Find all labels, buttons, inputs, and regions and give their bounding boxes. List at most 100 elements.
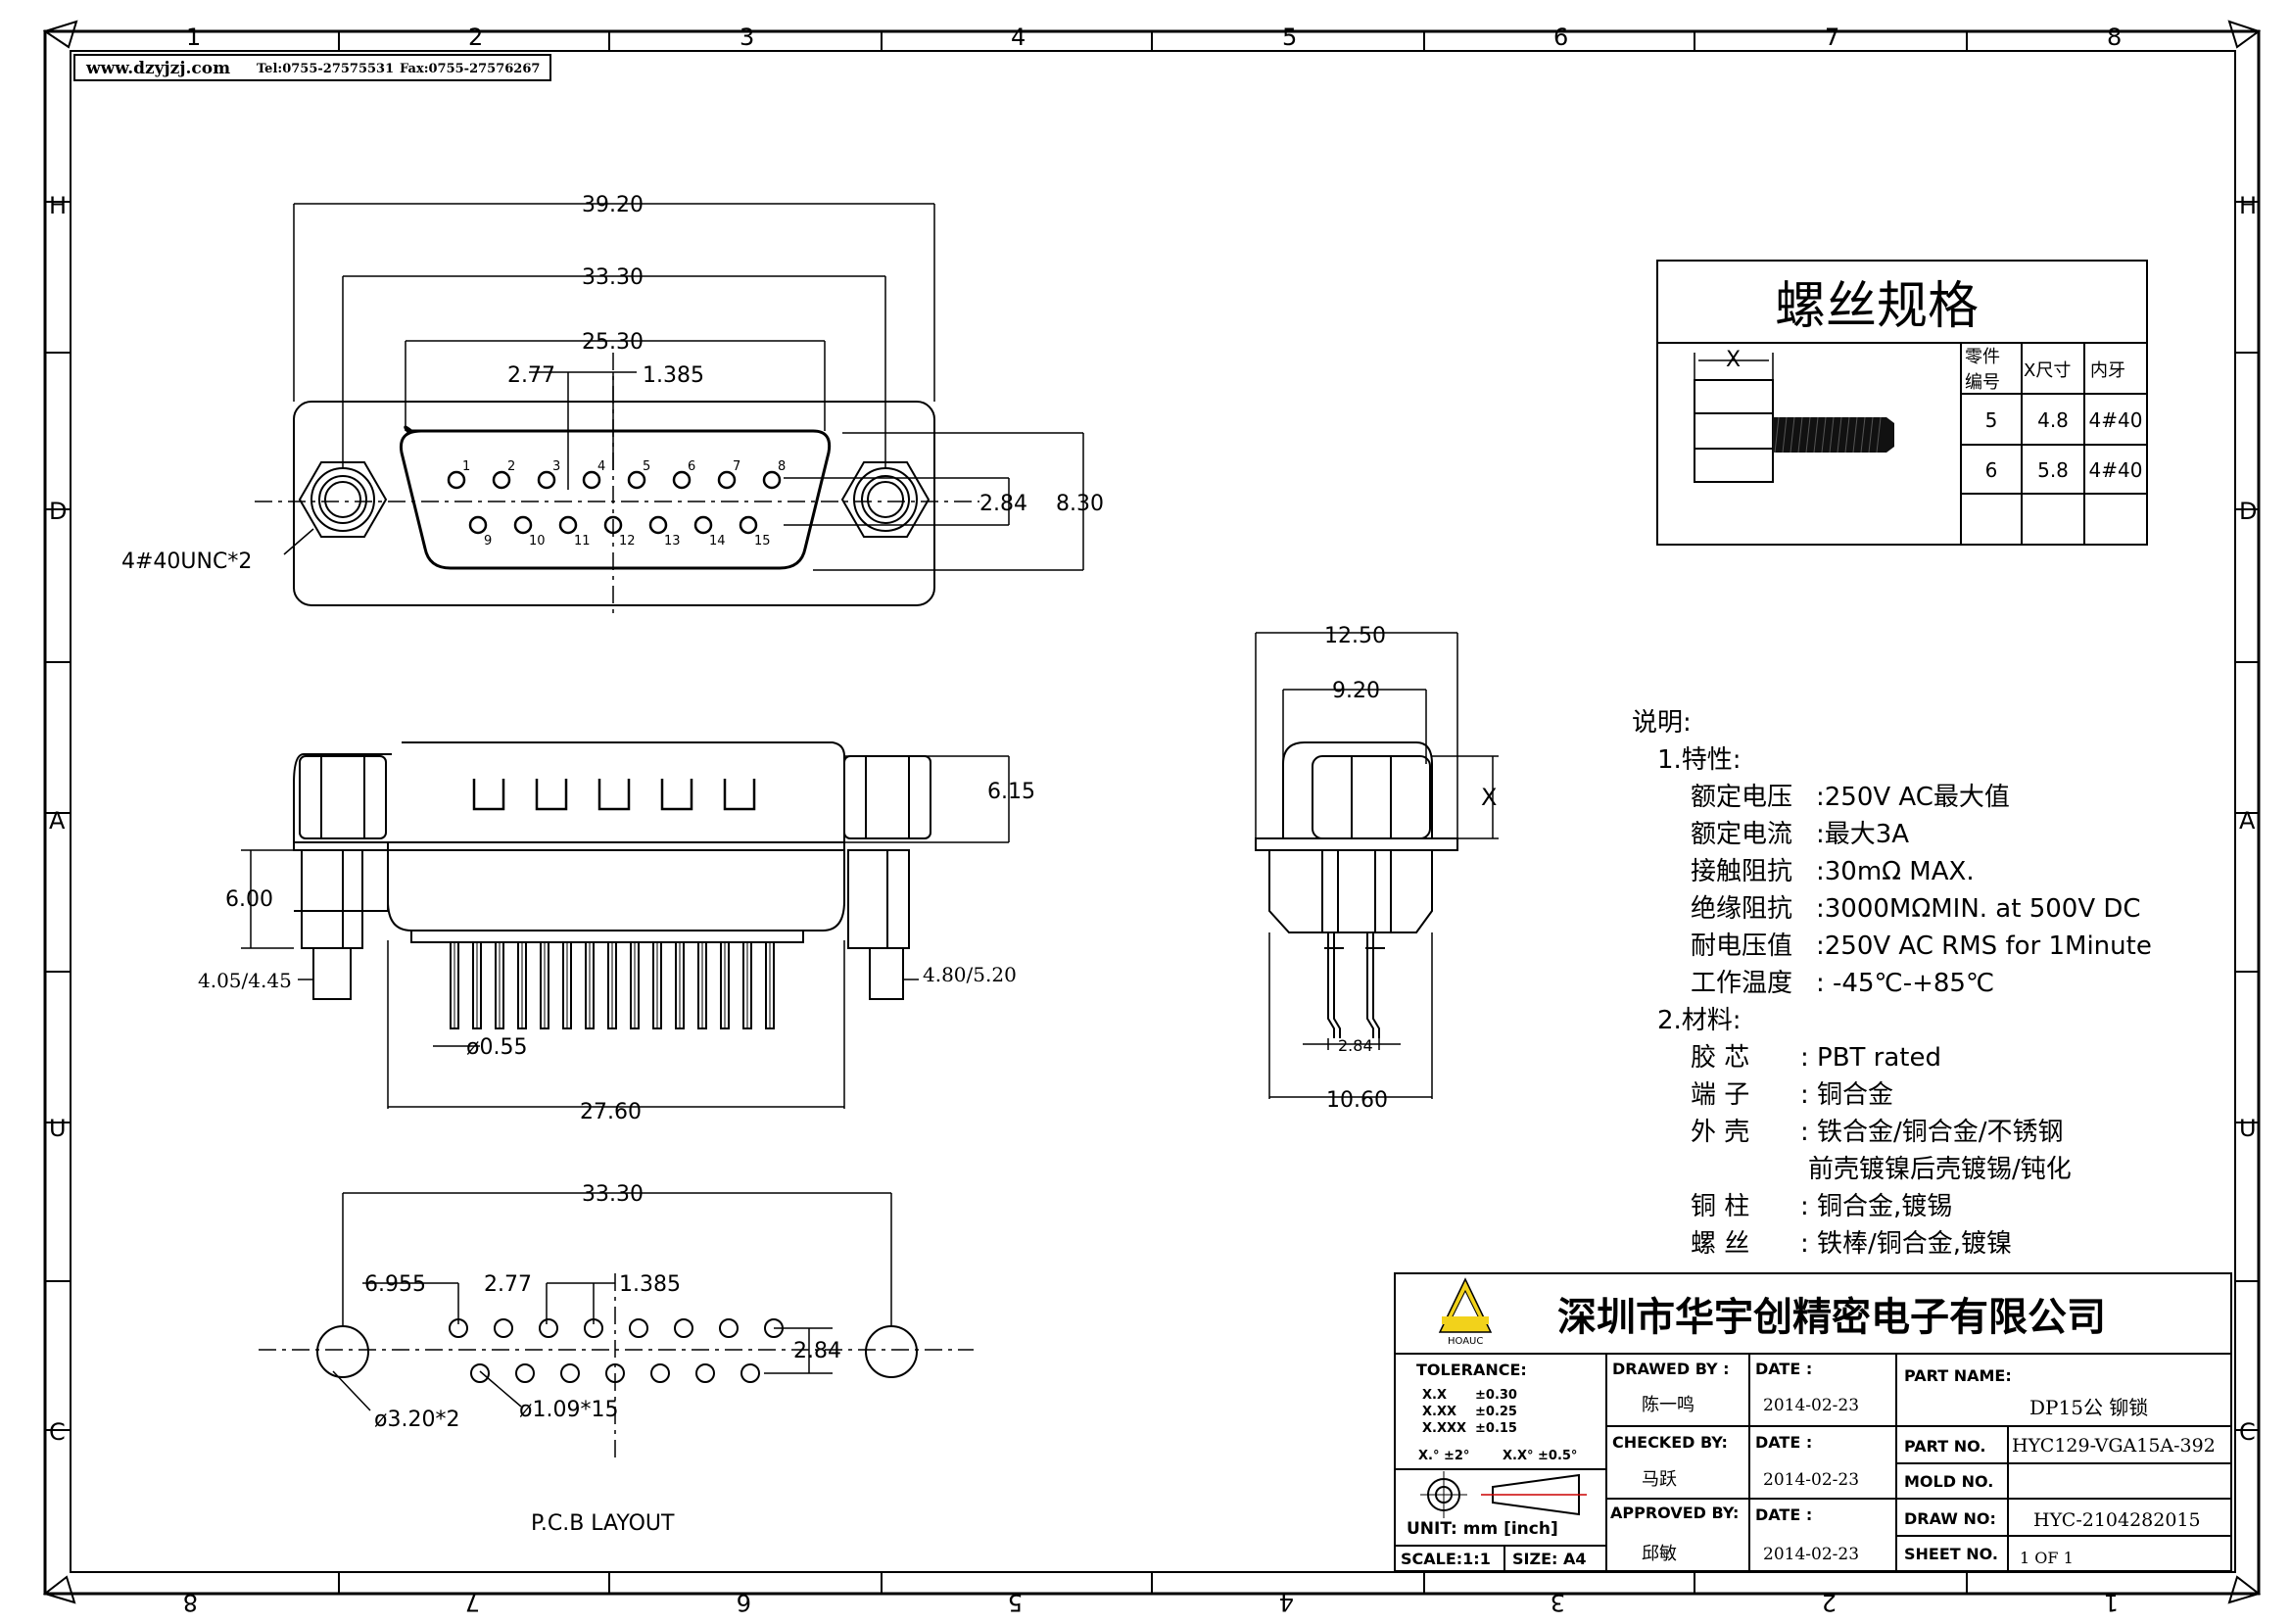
screw-table-header: 内牙 bbox=[2090, 360, 2125, 381]
mold-no-label: MOLD NO. bbox=[1904, 1472, 1993, 1491]
note-material-value: : 铁合金/铜合金/不锈钢 bbox=[1800, 1118, 2064, 1147]
checked-by: 马跃 bbox=[1642, 1469, 1677, 1490]
pin-number: 14 bbox=[709, 534, 726, 549]
note-material-label: 螺 丝 bbox=[1691, 1229, 1749, 1259]
zone-label-right: D bbox=[2239, 498, 2257, 525]
company-name: 深圳市华宇创精密电子有限公司 bbox=[1557, 1295, 2106, 1340]
front-screw-label: 4#40UNC*2 bbox=[121, 549, 252, 574]
pin-hole bbox=[627, 470, 646, 490]
screw-thread-body bbox=[1773, 417, 1886, 453]
front-dim-row-spacing: 2.84 bbox=[979, 492, 1027, 516]
pin-hole bbox=[603, 515, 623, 535]
side-dim-left-post: 4.05/4.45 bbox=[198, 969, 292, 992]
sheet-no: 1 OF 1 bbox=[2020, 1549, 2074, 1567]
pin-hole bbox=[558, 515, 578, 535]
pcb-pin-hole bbox=[584, 1318, 603, 1338]
pin-hole bbox=[717, 470, 737, 490]
pcb-dim-offset: 6.955 bbox=[364, 1272, 426, 1297]
sheet-no-label: SHEET NO. bbox=[1904, 1545, 1998, 1563]
screw-spec-table bbox=[1656, 260, 2148, 546]
screw-table-cell: 4#40 bbox=[2089, 408, 2143, 432]
screw-thread-line bbox=[1774, 416, 1780, 454]
pcb-dim-mount-hole: ø3.20*2 bbox=[374, 1408, 459, 1432]
zone-label-top: 7 bbox=[1825, 24, 1839, 51]
date-label-3: DATE : bbox=[1755, 1505, 1812, 1524]
zone-label-top: 3 bbox=[740, 24, 754, 51]
side-dim-pin-dia: ø0.55 bbox=[466, 1035, 527, 1060]
end-view bbox=[1255, 632, 1499, 1099]
pcb-pin-hole bbox=[674, 1318, 693, 1338]
front-dim-overall: 39.20 bbox=[582, 193, 644, 217]
screw-thread-line bbox=[1813, 416, 1819, 454]
note-material-label: 外 壳 bbox=[1691, 1118, 1749, 1147]
note-prop-label: 绝缘阻抗 bbox=[1691, 894, 1792, 924]
zone-label-left: A bbox=[49, 807, 66, 835]
front-dim-pitch: 2.77 bbox=[507, 363, 555, 388]
pcb-pin-hole bbox=[515, 1363, 535, 1383]
side-dim-shell-height: 6.15 bbox=[987, 780, 1035, 804]
pin-hole bbox=[648, 515, 668, 535]
pcb-title: P.C.B LAYOUT bbox=[531, 1511, 675, 1536]
note-prop-value: :30mΩ MAX. bbox=[1816, 857, 1975, 886]
screw-table-header: X尺寸 bbox=[2024, 360, 2071, 381]
checked-by-label: CHECKED BY: bbox=[1612, 1433, 1728, 1452]
screw-thread-tip bbox=[1886, 417, 1894, 453]
pcb-dim-pitch: 2.77 bbox=[484, 1272, 532, 1297]
screw-table-cell: 6 bbox=[1985, 458, 1998, 482]
zone-label-bottom: 8 bbox=[183, 1589, 198, 1616]
pcb-pin-hole bbox=[494, 1318, 513, 1338]
date-2: 2014-02-23 bbox=[1763, 1470, 1859, 1490]
pcb-pin-hole bbox=[605, 1363, 625, 1383]
corner-arrow-bl bbox=[42, 1575, 76, 1604]
note-prop-value: :最大3A bbox=[1816, 820, 1909, 849]
pcb-pin-hole bbox=[560, 1363, 580, 1383]
pin-hole bbox=[447, 470, 466, 490]
zone-label-top: 4 bbox=[1011, 24, 1026, 51]
pcb-dim-half-pitch: 1.385 bbox=[619, 1272, 681, 1297]
end-dim-flange: 12.50 bbox=[1324, 624, 1386, 648]
screw-table-cell: 4.8 bbox=[2037, 408, 2069, 432]
screw-thread-line bbox=[1860, 416, 1866, 454]
note-prop-label: 耐电压值 bbox=[1691, 931, 1792, 961]
screw-thread-line bbox=[1852, 416, 1858, 454]
part-name-label: PART NAME: bbox=[1904, 1366, 2012, 1385]
front-dim-half-pitch: 1.385 bbox=[643, 363, 704, 388]
note-prop-label: 额定电压 bbox=[1691, 783, 1792, 812]
pin-number: 12 bbox=[619, 534, 636, 549]
pcb-pin-hole bbox=[470, 1363, 490, 1383]
screw-thread-line bbox=[1782, 416, 1788, 454]
pin-hole bbox=[672, 470, 692, 490]
pcb-dim-mount: 33.30 bbox=[582, 1182, 644, 1207]
zone-label-left: H bbox=[49, 192, 67, 219]
note-prop-value: : -45℃-+85℃ bbox=[1816, 969, 1994, 998]
header-tel: Tel:0755-27575531 bbox=[257, 62, 394, 76]
end-dim-shell: 9.20 bbox=[1332, 679, 1380, 703]
zone-label-top: 5 bbox=[1282, 24, 1297, 51]
approved-by-label: APPROVED BY: bbox=[1610, 1504, 1739, 1522]
date-1: 2014-02-23 bbox=[1763, 1396, 1859, 1415]
title-block bbox=[1394, 1272, 2232, 1572]
zone-label-bottom: 1 bbox=[2104, 1589, 2119, 1616]
pin-number: 8 bbox=[778, 459, 786, 474]
end-dim-pin-row: 2.84 bbox=[1338, 1036, 1373, 1055]
notes-heading: 说明: bbox=[1632, 708, 1692, 738]
note-material-value: : PBT rated bbox=[1800, 1043, 1941, 1073]
part-no: HYC129-VGA15A-392 bbox=[2012, 1435, 2216, 1457]
end-dim-x: X bbox=[1481, 784, 1497, 811]
screw-table-cell: 4#40 bbox=[2089, 458, 2143, 482]
note-material-value: : 铜合金,镀锡 bbox=[1800, 1192, 1952, 1221]
shell-dimple bbox=[472, 779, 505, 811]
screw-spec-x-label: X bbox=[1726, 348, 1741, 372]
screw-table-cell: 5.8 bbox=[2037, 458, 2069, 482]
corner-arrow-tr bbox=[2227, 20, 2262, 49]
pin-number: 7 bbox=[733, 459, 740, 474]
zone-label-bottom: 5 bbox=[1008, 1589, 1023, 1616]
pin-hole bbox=[537, 470, 556, 490]
screw-thread-line bbox=[1797, 416, 1803, 454]
zone-label-right: H bbox=[2239, 192, 2257, 219]
draw-no-label: DRAW NO: bbox=[1904, 1509, 1996, 1528]
screw-thread-line bbox=[1868, 416, 1874, 454]
zone-label-right: U bbox=[2239, 1115, 2257, 1142]
screw-thread-line bbox=[1844, 416, 1850, 454]
